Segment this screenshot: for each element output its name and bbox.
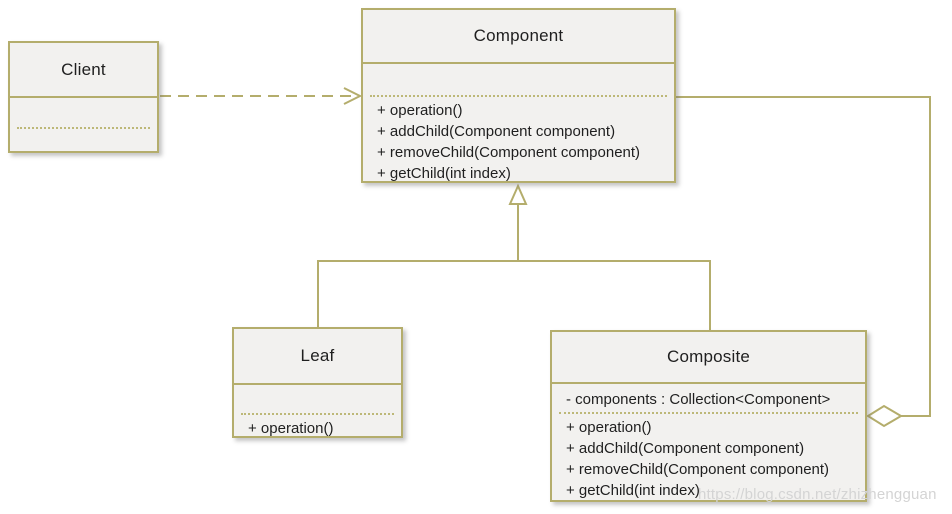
class-composite: Composite - components : Collection<Comp… bbox=[550, 330, 867, 502]
generalization-leaf-composite-to-component bbox=[317, 183, 711, 330]
class-component-methods: + operation() + addChild(Component compo… bbox=[370, 95, 667, 184]
class-leaf-methods: + operation() bbox=[241, 413, 394, 439]
hollow-diamond-icon bbox=[866, 404, 903, 428]
class-leaf: Leaf + operation() bbox=[232, 327, 403, 438]
method: + addChild(Component component) bbox=[566, 440, 805, 457]
open-arrowhead-icon bbox=[343, 87, 363, 105]
class-composite-attributes: - components : Collection<Component> bbox=[552, 384, 865, 412]
watermark-text: https://blog.csdn.net/zhizhengguan bbox=[698, 486, 937, 503]
class-client-methods bbox=[17, 127, 150, 151]
class-component-attributes bbox=[363, 64, 674, 95]
method: + getChild(int index) bbox=[377, 165, 511, 182]
dependency-client-to-component bbox=[160, 87, 363, 105]
class-leaf-title: Leaf bbox=[234, 329, 401, 385]
class-component: Component + operation() + addChild(Compo… bbox=[361, 8, 676, 183]
aggregation-composite-to-component bbox=[676, 96, 931, 428]
class-composite-methods: + operation() + addChild(Component compo… bbox=[559, 412, 858, 501]
class-component-title: Component bbox=[363, 10, 674, 64]
class-client-title: Client bbox=[10, 43, 157, 98]
class-client: Client bbox=[8, 41, 159, 153]
class-client-attributes bbox=[10, 98, 157, 127]
method: + removeChild(Component component) bbox=[377, 144, 641, 161]
method: + getChild(int index) bbox=[566, 482, 700, 499]
class-leaf-attributes bbox=[234, 385, 401, 413]
class-composite-title: Composite bbox=[552, 332, 865, 384]
method: + addChild(Component component) bbox=[377, 123, 616, 140]
method: + operation() bbox=[248, 420, 334, 437]
attribute: - components : Collection<Component> bbox=[566, 391, 831, 408]
method: + operation() bbox=[377, 102, 463, 119]
method: + removeChild(Component component) bbox=[566, 461, 830, 478]
hollow-triangle-icon bbox=[508, 183, 528, 205]
method: + operation() bbox=[566, 419, 652, 436]
